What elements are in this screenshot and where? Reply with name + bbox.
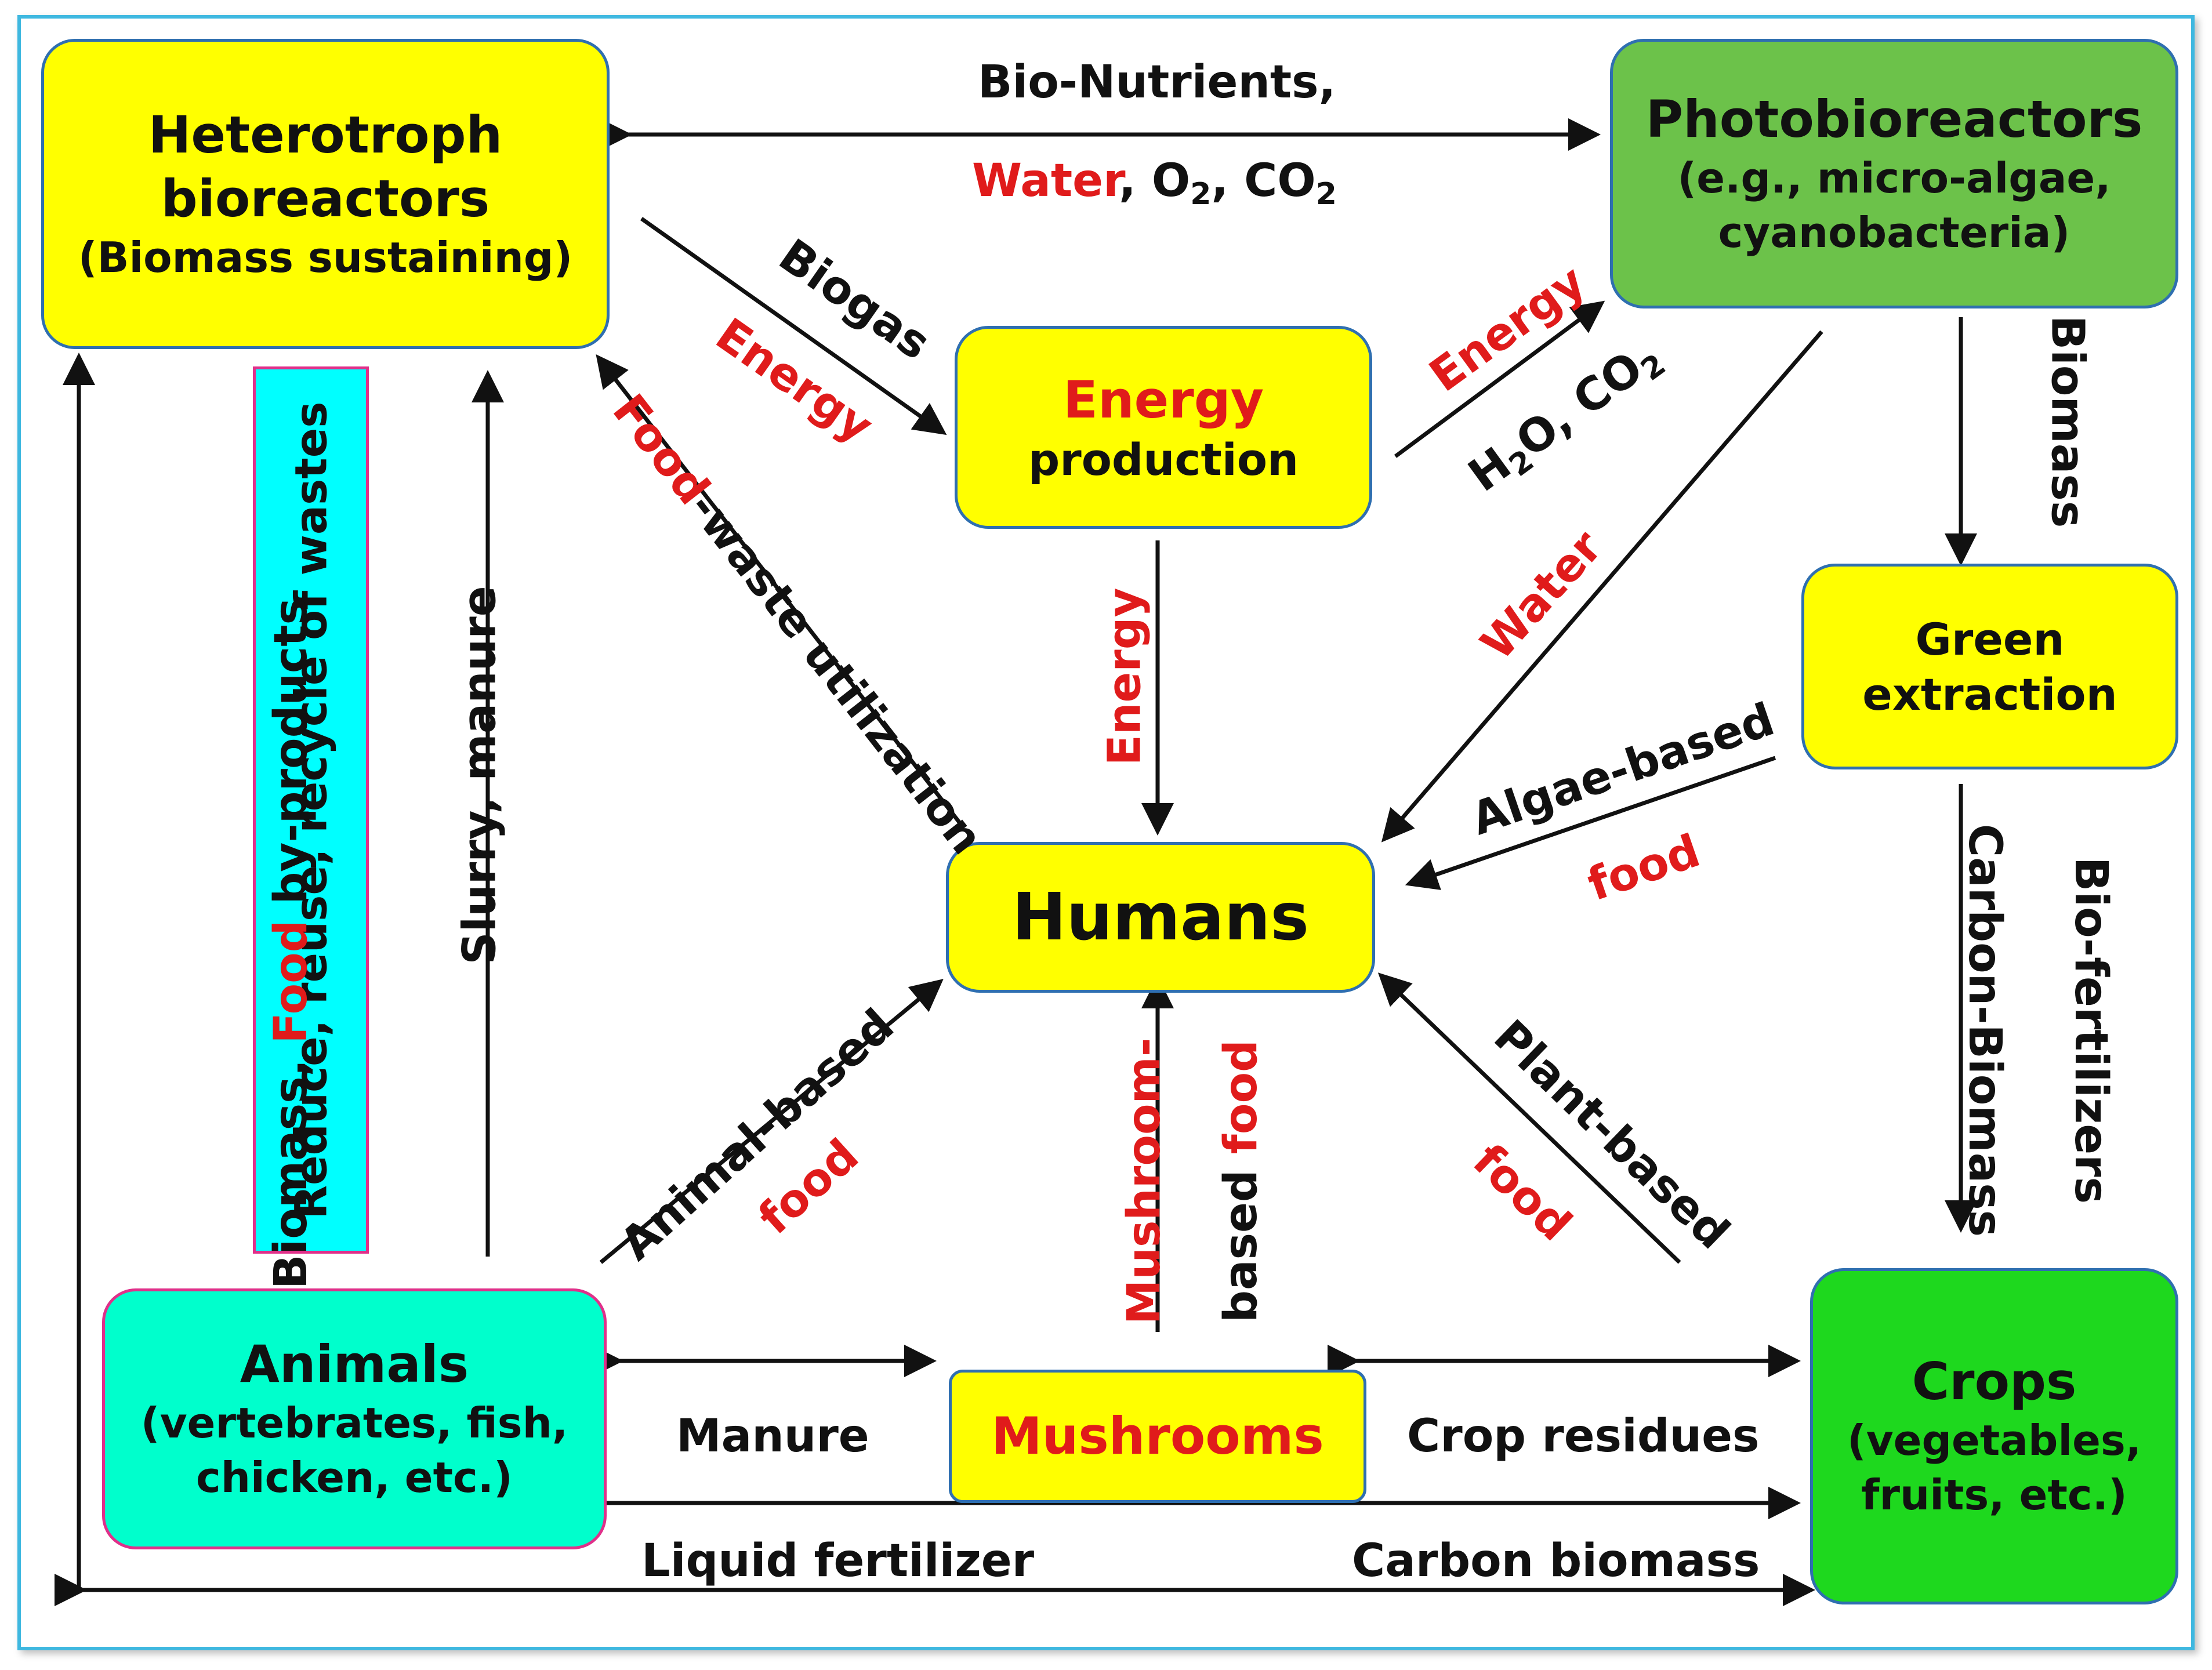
humans-box: Humans (946, 842, 1375, 993)
crops-sub-1: (vegetables, (1847, 1416, 2142, 1465)
crops-title: Crops (1912, 1352, 2077, 1412)
label-slurry-manure: Slurry, manure (454, 586, 506, 965)
arrow-photo-humans (1381, 330, 1823, 843)
mushrooms-title: Mushrooms (991, 1406, 1324, 1466)
label-crop-residues: Crop residues (1407, 1410, 1760, 1462)
animals-sub-1: (vertebrates, fish, (140, 1399, 568, 1448)
photobioreactors-title: Photobioreactors (1645, 89, 2143, 149)
diagram-canvas: Heterotroph bioreactors (Biomass sustain… (17, 15, 2195, 1650)
energy-production-box: Energy production (955, 326, 1372, 529)
arrow-hetero-energy (640, 217, 947, 435)
animals-box: Animals (vertebrates, fish, chicken, etc… (102, 1288, 607, 1549)
heterotroph-subtitle: (Biomass sustaining) (78, 233, 573, 282)
label-bio-fertilizers: Bio-fertilizers (2065, 856, 2117, 1204)
label-bio-nutrients: Bio-Nutrients, (978, 56, 1336, 108)
label-carbon-biomass-horizontal: Carbon biomass (1352, 1535, 1760, 1587)
arrow-energy-photo (1394, 300, 1605, 458)
label-water-top: Water (972, 155, 1119, 207)
label-mushroom: Mushroom- (1118, 1037, 1171, 1325)
animals-title: Animals (240, 1334, 469, 1395)
photobioreactors-sub-1: (e.g., micro-algae, (1677, 153, 2111, 202)
label-based-food: based food (1214, 1040, 1267, 1323)
energy-title: Energy (1063, 369, 1264, 430)
mushrooms-box: Mushrooms (949, 1370, 1366, 1503)
green-extraction-2: extraction (1862, 668, 2117, 720)
label-left-food: Food (264, 920, 317, 1044)
label-water-o2-co2: Water, O2, CO2 (972, 155, 1337, 212)
arrow-humans-hetero (596, 354, 965, 829)
photobioreactors-box: Photobioreactors (e.g., micro-algae, cya… (1610, 39, 2178, 308)
heterotroph-bioreactors-box: Heterotroph bioreactors (Biomass sustain… (41, 39, 610, 349)
label-mushroom-food: food (1214, 1040, 1267, 1155)
label-manure: Manure (676, 1410, 869, 1462)
green-extraction-1: Green (1915, 613, 2065, 665)
label-energy-down: Energy (1098, 587, 1151, 766)
photobioreactors-sub-2: cyanobacteria) (1718, 208, 2070, 257)
green-extraction-box: Green extraction (1801, 564, 2178, 769)
label-liquid-fertilizer: Liquid fertilizer (641, 1535, 1035, 1587)
arrow-crops-humans (1377, 972, 1681, 1264)
reduce-reuse-box: Reduce, reuse, recycle of wastes (253, 366, 369, 1254)
crops-sub-2: fruits, etc.) (1861, 1471, 2127, 1519)
arrow-green-humans (1405, 756, 1776, 890)
humans-title: Humans (1011, 880, 1310, 955)
energy-subtitle: production (1028, 433, 1299, 485)
heterotroph-title-1: Heterotroph (148, 104, 503, 165)
animals-sub-2: chicken, etc.) (196, 1453, 513, 1502)
arrow-animals-humans (599, 979, 944, 1264)
heterotroph-title-2: bioreactors (161, 168, 490, 228)
arrows-layer (55, 118, 1977, 1606)
crops-box: Crops (vegetables, fruits, etc.) (1810, 1268, 2178, 1604)
label-carbon-biomass-vertical: Carbon-Biomass (1959, 823, 2011, 1237)
label-biomass-right: Biomass (2041, 315, 2094, 528)
label-biomass-food-byproducts: Biomass, Food by-products (264, 598, 317, 1289)
